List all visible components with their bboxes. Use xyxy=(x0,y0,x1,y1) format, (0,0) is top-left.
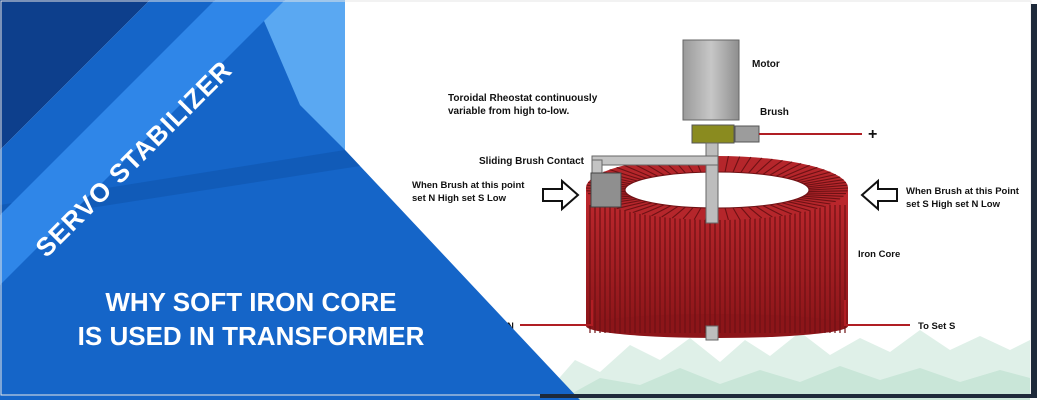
coil-top-winding-line xyxy=(792,169,825,181)
title-banner: SERVO STABILIZER WHY SOFT IRON CORE IS U… xyxy=(0,0,580,400)
coil-top-winding-line xyxy=(693,207,702,220)
frame-bottom-shadow xyxy=(540,394,1037,398)
coil-top-winding-line xyxy=(682,207,694,220)
coil-top-winding-line xyxy=(800,173,836,183)
brush-label: Brush xyxy=(760,107,789,118)
coil-top-winding-line xyxy=(632,203,659,214)
iron-core-label: Iron Core xyxy=(858,249,900,260)
coil-top-winding-line xyxy=(800,197,836,203)
coil-top-winding-line xyxy=(787,201,818,210)
coil-top-winding-line xyxy=(808,187,849,191)
coil-top-winding-line xyxy=(732,156,741,173)
coil-top-winding-line xyxy=(755,158,773,175)
ribbon xyxy=(0,0,285,285)
wire-to-set-s xyxy=(844,300,910,326)
left-note-line1: When Brush at this point xyxy=(412,180,525,191)
coil-top-winding-line xyxy=(632,162,659,177)
sliding-contact xyxy=(590,172,622,208)
coil-windings xyxy=(589,205,846,333)
coil-top-winding-line xyxy=(769,204,793,215)
contact-arm xyxy=(591,155,719,166)
right-note-line1: When Brush at this Point xyxy=(906,186,1020,197)
coil-top-winding-line xyxy=(796,198,831,205)
left-pointer-arrow xyxy=(542,178,580,212)
sliding-contact-label: Sliding Brush Contact xyxy=(479,156,585,167)
rheostat-caption-line1: Toroidal Rheostat continuously xyxy=(448,93,598,104)
to-set-s-label: To Set S xyxy=(918,321,955,332)
coil-top-winding-line xyxy=(724,207,729,221)
motor-label: Motor xyxy=(752,59,780,70)
coil-top-winding-line xyxy=(755,205,773,218)
coil-top-winding-line xyxy=(808,190,848,193)
coil-top-winding-line xyxy=(762,159,783,175)
diagram-panel: Motor + Brush Toroidal Rheostat continuo… xyxy=(412,39,1030,400)
wire-to-set-n xyxy=(520,300,593,326)
coil-top-winding-line xyxy=(808,184,848,189)
coil-top-winding-line xyxy=(796,171,831,182)
coil-top-winding-line xyxy=(661,205,679,218)
plus-terminal: + xyxy=(868,126,877,143)
right-note-line2: set S High set N Low xyxy=(906,199,1001,210)
frame-right-shadow xyxy=(1031,4,1037,396)
coil-top-winding-line xyxy=(748,157,763,174)
shaft-base xyxy=(705,325,719,341)
banner-shadow xyxy=(0,150,360,222)
coil-top-winding-line xyxy=(805,194,844,197)
motor-shaft xyxy=(705,142,719,224)
headline-line2: IS USED IN TRANSFORMER xyxy=(78,321,425,351)
coil-top-winding-line xyxy=(807,181,847,188)
coil-top-winding-line xyxy=(671,206,686,219)
brush-holder xyxy=(691,124,735,144)
mountain-backdrop-2 xyxy=(560,366,1030,400)
coil-top-winding-line xyxy=(732,207,741,220)
coil-top-winding-line xyxy=(762,205,783,217)
coil-top-winding-line xyxy=(787,166,818,179)
coil-top-winding-line xyxy=(651,205,672,217)
banner-main xyxy=(0,150,580,400)
coil-top-winding-line xyxy=(775,203,802,214)
coil-top-winding-line xyxy=(616,201,647,210)
rheostat-caption-line2: variable from high to-low. xyxy=(448,106,570,117)
coil-top-winding-line xyxy=(624,202,653,212)
coil-top-winding-line xyxy=(609,169,642,181)
motor-block xyxy=(682,39,740,121)
right-pointer-arrow xyxy=(860,178,898,212)
headline-line1: WHY SOFT IRON CORE xyxy=(105,287,396,317)
coil-top-winding-line xyxy=(781,202,810,212)
coil-top-winding-line xyxy=(748,206,763,219)
brush-block xyxy=(734,125,760,143)
coil-top-winding-line xyxy=(624,164,653,178)
coil-top-winding-line xyxy=(724,156,729,173)
coil-top-winding-line xyxy=(769,161,793,176)
coil-top-winding-line xyxy=(805,179,844,186)
coil-top-winding-line xyxy=(740,156,752,173)
coil-top-winding-line xyxy=(740,207,752,220)
left-note-line2: set N High set S Low xyxy=(412,193,507,204)
banner-light-panel xyxy=(255,0,345,150)
coil-top-winding-line xyxy=(803,195,841,200)
coil-top-winding-line xyxy=(641,204,665,215)
coil-top-winding-line xyxy=(775,162,802,177)
coil-top-windings xyxy=(585,156,849,221)
coil-top-winding-line xyxy=(616,166,647,179)
coil-top-winding-line xyxy=(792,199,825,207)
coil-top-winding-line xyxy=(781,164,810,178)
coil-top-winding-line xyxy=(803,176,841,185)
